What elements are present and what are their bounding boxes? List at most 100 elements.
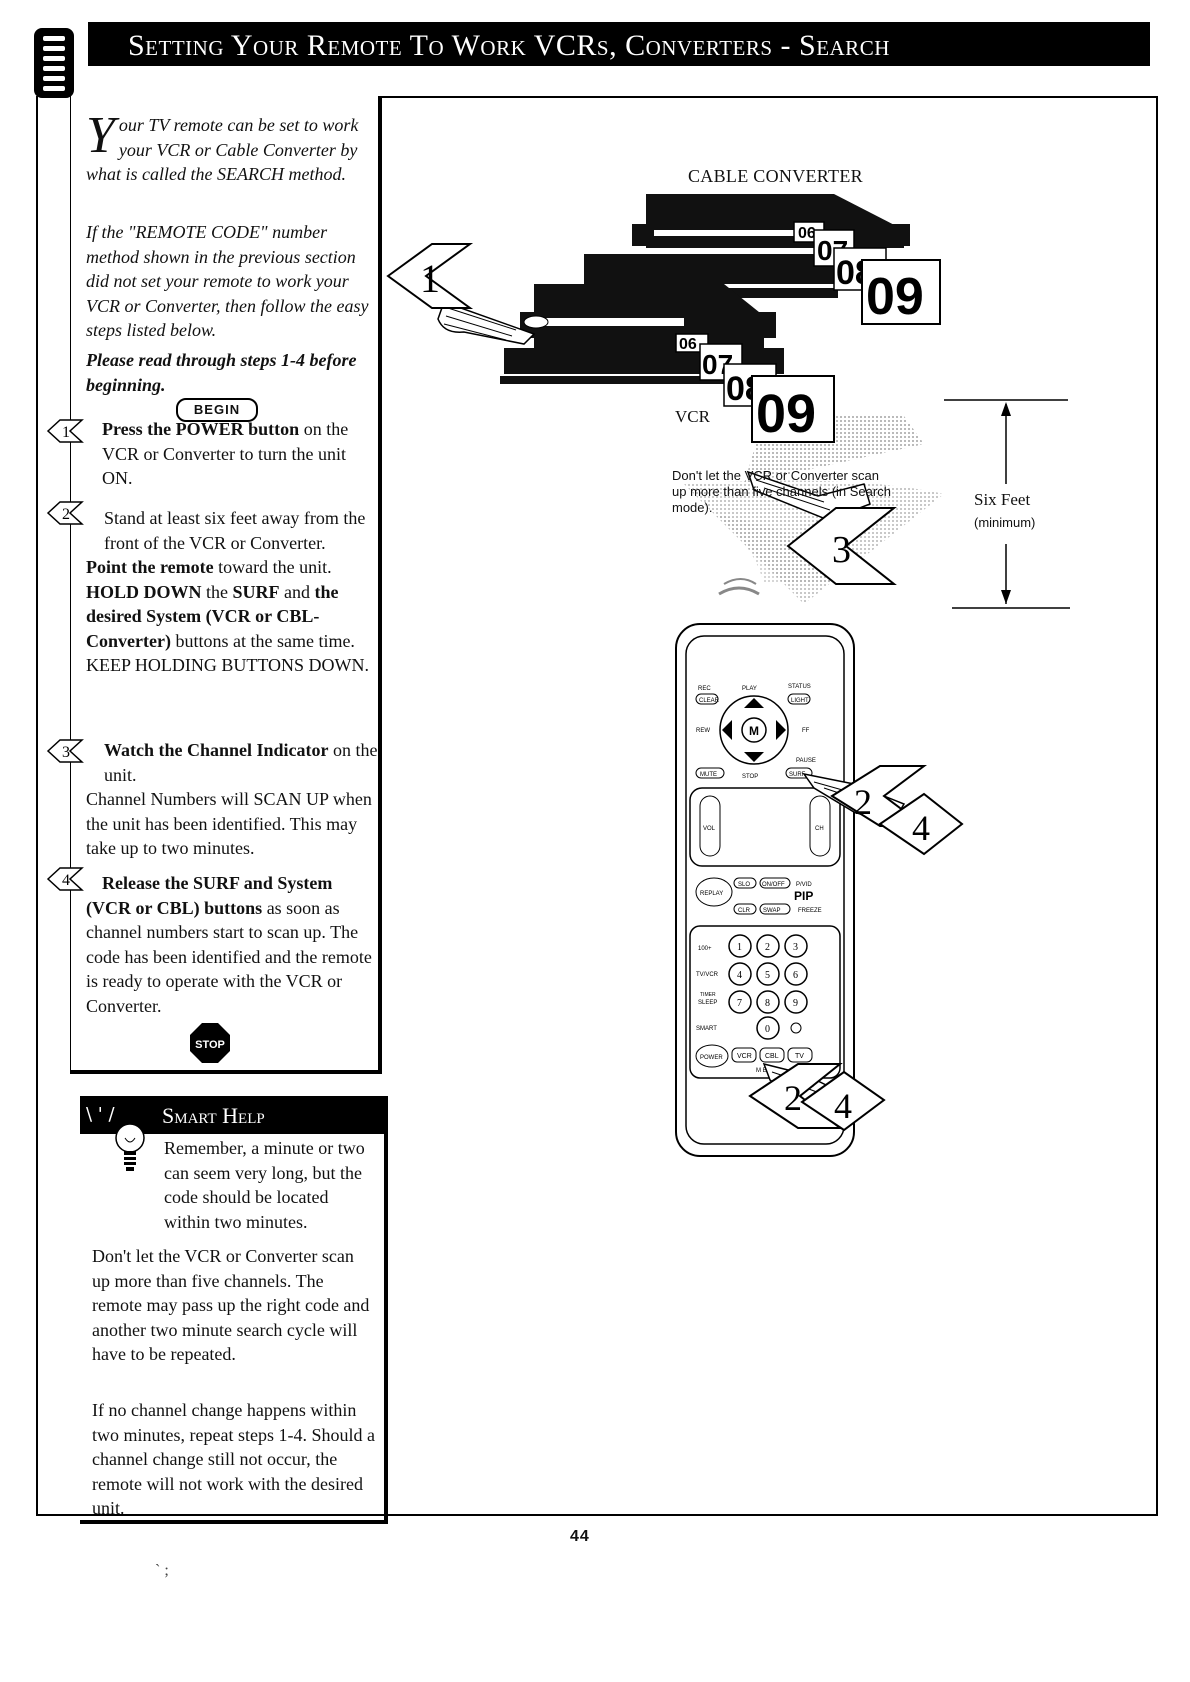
callout-1-number: 1 <box>420 256 440 301</box>
callout-4-upper: 4 <box>912 808 930 848</box>
step-2-b2: Point the remote <box>86 557 214 577</box>
vcr-channel-09-box <box>751 375 835 443</box>
cable-converter-label: CABLE CONVERTER <box>688 166 863 186</box>
vcr-system-button[interactable] <box>731 1047 757 1063</box>
digit-1-key[interactable] <box>728 934 752 958</box>
play-label: PLAY <box>742 686 757 692</box>
sleep-label: SLEEP <box>698 1000 717 1006</box>
intro-text: our TV remote can be set to work your VC… <box>86 115 359 184</box>
smart-help-p3: If no channel change happens within two … <box>92 1400 375 1518</box>
menu-label: M <box>749 724 759 738</box>
clr-button[interactable] <box>733 903 757 915</box>
freeze-label: FREEZE <box>798 908 822 914</box>
step-1-rest: on the VCR or Converter to turn the unit… <box>102 419 349 488</box>
smart-label: SMART <box>696 1026 717 1032</box>
converter-channel-09: 09 <box>866 268 924 326</box>
channel-rocker[interactable] <box>809 795 831 857</box>
light-button[interactable] <box>787 693 811 705</box>
converter-channel-display: 06 07 08 09 <box>793 221 941 326</box>
status-label: STATUS <box>788 684 811 690</box>
callout-2-4-lower: 2 4 <box>748 1063 886 1132</box>
onoff-label: ON/OFF <box>762 882 785 888</box>
remote-icon <box>34 28 74 98</box>
digit-7-key[interactable] <box>728 990 752 1014</box>
smart-help-panel <box>80 1096 388 1524</box>
slo-label: SLO <box>738 882 750 888</box>
scan-warning-note: Don't let the VCR or Converter scan up m… <box>672 468 891 515</box>
instructions-panel <box>70 96 382 1074</box>
digit-2-key[interactable] <box>756 934 780 958</box>
replay-button[interactable] <box>695 877 733 907</box>
step-2-b4: SURF <box>232 581 280 602</box>
digit-4: 4 <box>737 970 742 981</box>
signal-wave-1 <box>718 586 760 596</box>
power-button[interactable] <box>695 1044 729 1068</box>
volume-rocker[interactable] <box>699 795 721 857</box>
step-1-marker-icon: 1 <box>46 419 84 443</box>
ch-label: CH <box>815 826 824 832</box>
digit-0-key[interactable] <box>756 1016 780 1040</box>
callout-2-upper: 2 <box>854 782 872 822</box>
step-2-marker-icon: 2 <box>46 501 84 525</box>
vcr-power-button <box>523 315 549 329</box>
step-2-text: Stand at least six feet away from the fr… <box>86 506 378 678</box>
down-arrow-icon <box>744 752 764 762</box>
cbl-system-button[interactable] <box>759 1047 785 1063</box>
mute-label: MUTE <box>700 772 717 778</box>
arrow-down-icon <box>1001 590 1011 604</box>
digit-2: 2 <box>765 942 770 953</box>
clear-label: CLEAR <box>699 698 720 704</box>
digit-9: 9 <box>793 998 798 1009</box>
begin-badge: BEGIN <box>176 398 258 422</box>
digit-3-key[interactable] <box>784 934 808 958</box>
digit-9-key[interactable] <box>784 990 808 1014</box>
step-4-text: Release the SURF and System (VCR or CBL)… <box>86 871 378 1018</box>
vol-label: VOL <box>703 826 716 832</box>
vcr-channel-06: 06 <box>679 336 697 353</box>
swap-button[interactable] <box>759 903 791 915</box>
title-bar <box>88 22 1150 66</box>
step-4-marker-icon: 4 <box>46 867 84 891</box>
step-3-bold: Watch the Channel Indicator <box>104 740 329 760</box>
timer-label: TIMER <box>700 992 716 998</box>
ff-label: FF <box>802 728 810 734</box>
converter-channel-09-box <box>861 259 941 325</box>
tvvcr-label: TV/VCR <box>696 972 719 978</box>
method-note: If the "REMOTE CODE" number method shown… <box>86 222 369 340</box>
step-2-line-c: HOLD DOWN the SURF and the desired Syste… <box>86 580 378 678</box>
page-frame <box>36 96 1158 1516</box>
cable-converter-base <box>584 254 834 284</box>
slo-button[interactable] <box>733 877 757 889</box>
digit-4-key[interactable] <box>728 962 752 986</box>
tv-system-button[interactable] <box>787 1047 813 1063</box>
arrow-up-icon <box>1001 402 1011 416</box>
pip-label: PIP <box>794 889 813 903</box>
hundred-label: 100+ <box>698 946 712 952</box>
stop-button-label: STOP <box>742 774 758 780</box>
step-2-t4: and <box>279 581 315 602</box>
digit-0: 0 <box>765 1024 770 1035</box>
digit-8-key[interactable] <box>756 990 780 1014</box>
cbl-system-label: CBL <box>765 1053 779 1060</box>
scribble-mark: ` ; <box>155 1562 169 1579</box>
menu-button[interactable] <box>741 717 767 743</box>
page-number: 44 <box>570 1528 590 1545</box>
small-dot-button[interactable] <box>790 1022 802 1034</box>
step-4-rest: as soon as channel numbers start to scan… <box>86 897 372 1016</box>
smart-help-p2: Don't let the VCR or Converter scan up m… <box>92 1246 370 1364</box>
clear-button[interactable] <box>695 693 719 705</box>
digit-6-key[interactable] <box>784 962 808 986</box>
step-3-rest: on the unit. <box>104 740 378 785</box>
rocker-area <box>689 787 841 867</box>
right-arrow-icon <box>776 720 786 740</box>
digit-5-key[interactable] <box>756 962 780 986</box>
remote-control: REC PLAY STATUS CLEAR LIGHT M REW FF PAU… <box>675 623 855 1157</box>
onoff-button[interactable] <box>759 877 791 889</box>
step-1-number: 1 <box>62 424 70 441</box>
callout-2-4-upper: 2 4 <box>830 765 964 856</box>
mute-button[interactable] <box>695 767 725 779</box>
vcr-slot <box>534 318 684 326</box>
up-arrow-icon <box>744 698 764 708</box>
digit-5: 5 <box>765 970 770 981</box>
step-3-number: 3 <box>62 744 70 761</box>
